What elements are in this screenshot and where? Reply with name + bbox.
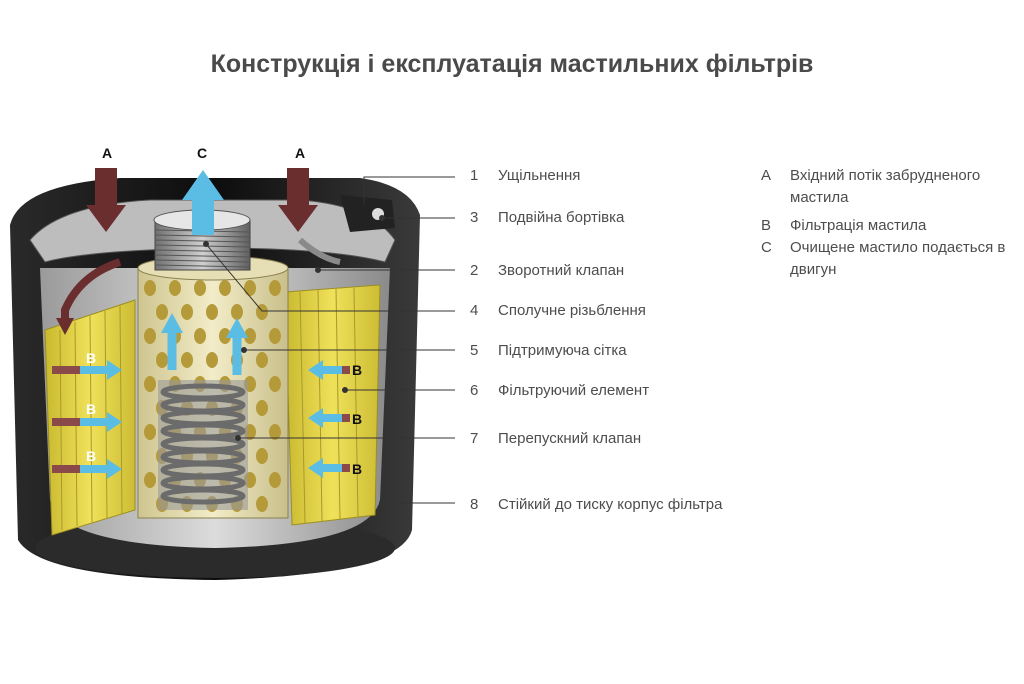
filtration-arrows-left — [52, 360, 122, 479]
letter-a-right: A — [295, 145, 305, 161]
mesh-hole — [231, 304, 243, 320]
mesh-hole — [219, 280, 231, 296]
inflow-arrow-left — [86, 168, 126, 232]
filtration-arrow — [52, 360, 122, 380]
letter-c: C — [197, 145, 207, 161]
page-title: Конструкція і експлуатація мастильних фі… — [210, 50, 814, 78]
mesh-hole — [219, 328, 231, 344]
mesh-hole — [144, 328, 156, 344]
bypass-spring — [158, 380, 248, 510]
mesh-hole — [244, 280, 256, 296]
label-number: 5 — [470, 342, 479, 359]
letter-b-left-1: B — [86, 350, 96, 366]
mesh-hole — [156, 304, 168, 320]
legend-text: Очищене мастило подається в двигун — [790, 239, 1006, 278]
letter-a-left: A — [102, 145, 112, 161]
mesh-hole — [194, 328, 206, 344]
label-number: 8 — [470, 496, 479, 513]
outflow-arrow — [182, 170, 224, 235]
legend-key: B — [761, 217, 772, 234]
letter-b-right-2: B — [352, 411, 362, 427]
letter-b-left-3: B — [86, 448, 96, 464]
thread-line — [155, 259, 250, 263]
mesh-hole — [144, 376, 156, 392]
mesh-hole — [181, 304, 193, 320]
filtration-arrow — [52, 412, 122, 432]
mesh-hole — [206, 352, 218, 368]
thread-line — [155, 234, 250, 238]
mesh-hole — [144, 472, 156, 488]
legend-text: Фільтрація мастила — [790, 217, 927, 234]
label-number: 3 — [470, 209, 479, 226]
leader-line-4 — [205, 243, 455, 312]
label-text: Зворотний клапан — [498, 262, 625, 279]
inflow-path-right — [297, 237, 341, 265]
filter-element-right — [284, 284, 381, 526]
mesh-hole — [269, 376, 281, 392]
mesh-hole — [144, 280, 156, 296]
mesh-hole — [269, 424, 281, 440]
mesh-hole — [181, 352, 193, 368]
mesh-hole — [269, 280, 281, 296]
filtration-arrow — [52, 459, 122, 479]
label-number: 1 — [470, 167, 479, 184]
label-text: Сполучне різьблення — [498, 302, 646, 319]
mesh-hole — [269, 328, 281, 344]
label-text: Фільтруючий елемент — [498, 382, 650, 399]
letter-b-left-2: B — [86, 401, 96, 417]
clean-oil-arrow-right — [226, 318, 248, 375]
mesh-hole — [156, 352, 168, 368]
mesh-hole — [194, 280, 206, 296]
leader-line-1 — [363, 176, 455, 205]
thread-line — [155, 244, 250, 248]
letter-b-right-3: B — [352, 461, 362, 477]
label-text: Ущільнення — [498, 167, 581, 184]
inflow-path-left — [56, 258, 122, 335]
thread-line — [155, 254, 250, 258]
legend-key: A — [761, 167, 772, 184]
thread-line — [155, 264, 250, 268]
mesh-hole — [256, 400, 268, 416]
label-number: 4 — [470, 302, 479, 319]
mesh-hole — [169, 280, 181, 296]
mesh-hole — [256, 448, 268, 464]
legend-key: C — [761, 239, 772, 256]
filtration-arrow — [308, 458, 350, 478]
legend-text: Вхідний потік забрудненого мастила — [790, 167, 981, 206]
thread-line — [155, 239, 250, 243]
mesh-hole — [269, 472, 281, 488]
label-number: 6 — [470, 382, 479, 399]
inflow-arrow-right — [278, 168, 318, 232]
letter-b-right-1: B — [352, 362, 362, 378]
label-text: Подвійна бортівка — [498, 209, 625, 226]
mesh-hole — [256, 496, 268, 512]
leader-lines — [203, 176, 455, 506]
thread-line — [155, 249, 250, 253]
filtration-arrows-right — [308, 360, 350, 478]
mesh-hole — [256, 352, 268, 368]
label-text: Підтримуюча сітка — [498, 342, 627, 359]
filtration-arrow — [308, 360, 350, 380]
label-number: 2 — [470, 262, 479, 279]
mesh-hole — [206, 304, 218, 320]
label-number: 7 — [470, 430, 479, 447]
label-text: Стійкий до тиску корпус фільтра — [498, 496, 723, 513]
mesh-hole — [144, 424, 156, 440]
spring-coil — [160, 487, 246, 505]
label-text: Перепускний клапан — [498, 430, 642, 447]
clean-oil-arrow-left — [161, 313, 183, 370]
filter-element-left — [44, 299, 136, 536]
mesh-hole — [244, 328, 256, 344]
filtration-arrow — [308, 408, 350, 428]
